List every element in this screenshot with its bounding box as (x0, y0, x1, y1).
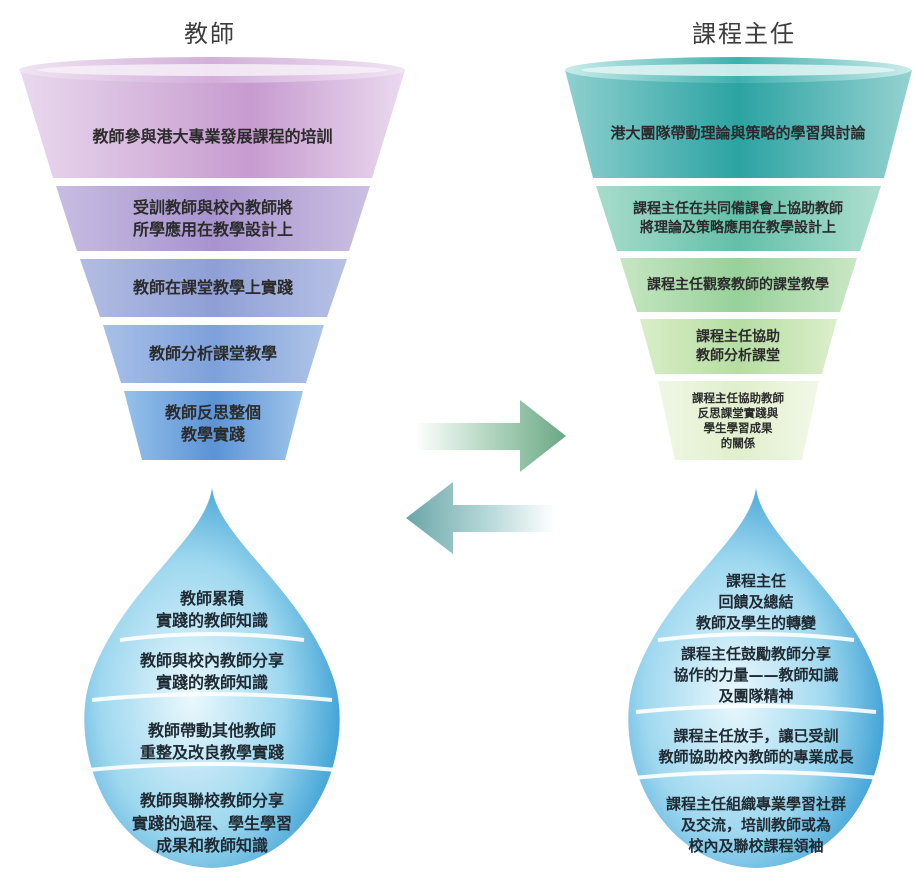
teacher-drop-step-3: 教師帶動其他教師重整及改良教學實踐 (139, 720, 284, 762)
coordinator-funnel-band-5 (658, 381, 819, 460)
coordinator-funnel-band-1 (565, 70, 912, 178)
teacher-funnel (19, 57, 405, 460)
coordinator-funnel-step-2: 課程主任在共同備課會上協助教師將理論及策略應用在教學設計上 (633, 201, 843, 236)
coordinator-drop-step-1: 課程主任回饋及總結教師及學生的轉變 (695, 571, 816, 632)
teacher-funnel-step-3: 教師在課堂教學上實踐 (132, 278, 293, 298)
teacher-funnel-band-1 (20, 70, 405, 178)
coordinator-title: 課程主任 (692, 20, 796, 48)
teacher-drop-step-2: 教師與校內教師分享實踐的教師知識 (139, 650, 284, 692)
teacher-funnel-step-2: 受訓教師與校內教師將所學應用在教學設計上 (132, 198, 293, 239)
teacher-funnel-band-4 (103, 325, 324, 383)
coordinator-funnel (565, 57, 912, 460)
arrow-left-icon (406, 482, 555, 554)
arrow-right-icon (415, 400, 566, 472)
teacher-funnel-band-2 (56, 186, 370, 251)
coordinator-funnel-step-5: 課程主任協助教師反思課堂實踐與 學生學習成果的關係 (692, 391, 784, 450)
teacher-title: 教師 (184, 20, 236, 48)
coordinator-funnel-step-1: 港大團隊帶動理論與策略的學習與討論 (610, 123, 866, 142)
coordinator-funnel-step-4: 課程主任協助教師分析課堂 (696, 329, 780, 364)
coordinator-funnel-band-4 (640, 319, 837, 374)
teacher-drop-step-4: 教師與聯校教師分享實踐的過程、學生學習成果和教師知識 (131, 791, 292, 856)
coordinator-funnel-band-2 (596, 186, 881, 251)
coordinator-drop-step-2: 課程主任鼓勵教師分享協作的力量——教師知識及團隊精神 (673, 644, 839, 705)
teacher-funnel-step-4: 教師分析課堂教學 (148, 344, 277, 364)
coordinator-funnel-step-3: 課程主任觀察教師的課堂教學 (647, 276, 829, 293)
coordinator-drop-step-4: 課程主任組織專業學習社群及交流，培訓教師或為校內及聯校課程領袖 (665, 794, 846, 855)
teacher-funnel-step-5: 教師反思整個教學實踐 (164, 403, 261, 444)
teacher-funnel-band-3 (80, 259, 347, 317)
teacher-funnel-band-5 (124, 391, 303, 460)
teacher-drop (84, 488, 340, 868)
coordinator-funnel-band-3 (620, 258, 857, 312)
coordinator-drop-step-3: 課程主任放手，讓已受訓教師協助校內教師的專業成長 (658, 727, 854, 766)
teacher-drop-step-1: 教師累積實踐的教師知識 (155, 588, 268, 630)
coordinator-drop (628, 488, 884, 868)
teacher-funnel-step-1: 教師參與港大專業發展課程的培訓 (92, 127, 333, 147)
